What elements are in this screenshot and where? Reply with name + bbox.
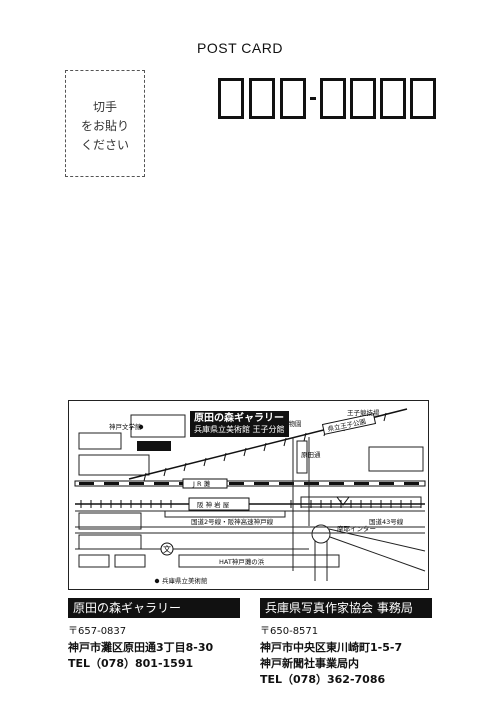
- gallery-tel: TEL（078）801-1591: [68, 657, 194, 670]
- map-label-harada-street: 原田通: [301, 450, 321, 459]
- gallery-zip: 〒657-0837: [68, 626, 127, 637]
- exit-marker: [336, 496, 350, 506]
- postal-digit-box: [320, 78, 346, 119]
- map-block: [114, 554, 146, 568]
- jr-nada-station: [182, 478, 228, 489]
- map-label-jr-nada: J R 灘: [192, 479, 211, 488]
- school-symbol-circle: [160, 542, 174, 556]
- map-block: [78, 534, 142, 550]
- stamp-text-line: ください: [80, 138, 129, 152]
- postal-digit-box: [380, 78, 406, 119]
- stamp-box: 切手 をお貼り ください: [65, 70, 145, 177]
- postal-digit-box: [350, 78, 376, 119]
- map-label-maya-ic: 摩耶インター: [337, 524, 376, 533]
- gallery-map-sub: 兵庫県立美術館 王子分館: [194, 425, 285, 434]
- harada-street-road: [292, 437, 310, 571]
- map-label-oji-stadium: 王子競技場: [347, 408, 380, 417]
- map-block: [368, 446, 424, 472]
- map-label-route2: 国道2号線・阪神高速神戸線: [191, 517, 274, 526]
- map-block: [78, 454, 150, 476]
- map-block: [178, 554, 340, 568]
- association-contact: 兵庫県写真作家協会 事務局 〒650-8571 神戸市中央区東川崎町1-5-7 …: [260, 598, 432, 686]
- postal-code-dash: [310, 97, 316, 100]
- association-tel: TEL（078）362-7086: [260, 673, 386, 686]
- gallery-map-name: 原田の森ギャラリー: [194, 413, 284, 424]
- stamp-text-line: 切手: [92, 100, 117, 114]
- map-drawing: 文 神戸文学館 王子競技場 王子動物園 県立王子公園 原田通 J R 灘 阪 神…: [74, 408, 426, 585]
- map-block: [164, 510, 286, 518]
- hanshin-line: [75, 500, 425, 508]
- map-block: [78, 554, 110, 568]
- gallery-address: 神戸市灘区原田通3丁目8-30: [68, 641, 214, 654]
- map-label-museum: 兵庫県立美術館: [162, 576, 208, 585]
- route2-road: [75, 510, 425, 528]
- gallery-building: [137, 441, 171, 451]
- school-symbol: 文: [163, 544, 171, 554]
- map-block: [78, 432, 122, 450]
- map-block: [296, 440, 308, 474]
- post-card-title: POST CARD: [197, 40, 283, 56]
- map-label-hat-kobe: HAT神戸灘の浜: [219, 557, 265, 566]
- stamp-text-line: をお貼り: [80, 119, 129, 133]
- postal-digit-box: [280, 78, 306, 119]
- gallery-contact-name: 原田の森ギャラリー: [68, 598, 240, 618]
- gallery-contact: 原田の森ギャラリー 〒657-0837 神戸市灘区原田通3丁目8-30 TEL（…: [68, 598, 240, 670]
- map-block: [78, 512, 142, 530]
- association-address: 神戸市中央区東川崎町1-5-7: [260, 641, 403, 654]
- map-label-route43: 国道43号線: [369, 517, 404, 526]
- gallery-map-label: 原田の森ギャラリー 兵庫県立美術館 王子分館: [190, 411, 289, 437]
- museum-dot: [154, 578, 160, 584]
- association-zip: 〒650-8571: [260, 626, 319, 637]
- oji-park-box: [321, 413, 377, 435]
- jr-line: [74, 480, 426, 487]
- hanshin-iwaya-station: [188, 497, 250, 511]
- association-contact-name: 兵庫県写真作家協会 事務局: [260, 598, 432, 618]
- map-block: [130, 414, 186, 438]
- map-label-hanshin-iwaya: 阪 神 岩 屋: [197, 500, 230, 509]
- route43-road: [75, 532, 425, 550]
- association-address-2: 神戸新聞社事業局内: [260, 657, 359, 670]
- access-map: 文 神戸文学館 王子競技場 王子動物園 県立王子公園 原田通 J R 灘 阪 神…: [68, 400, 429, 590]
- postal-digit-box: [218, 78, 244, 119]
- bungakukan-dot: [138, 424, 144, 430]
- postal-digit-box: [410, 78, 436, 119]
- map-label-kobe-bungakukan: 神戸文学館: [109, 422, 142, 431]
- maya-interchange: [311, 524, 426, 581]
- postal-digit-box: [249, 78, 275, 119]
